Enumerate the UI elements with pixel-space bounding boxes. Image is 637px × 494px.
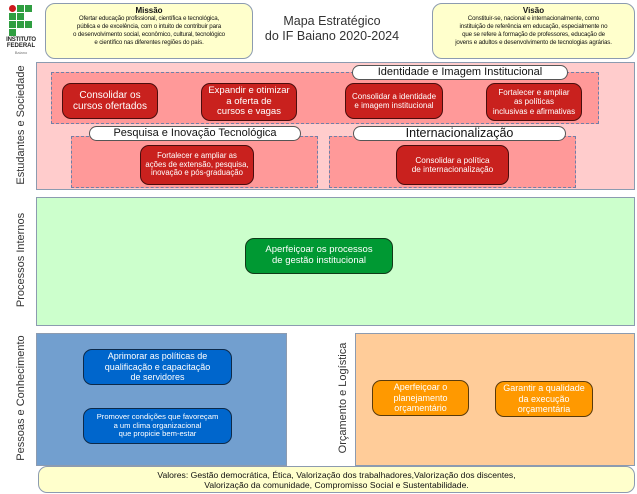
mission-line: e científico nas diferentes regiões do p… <box>94 39 204 46</box>
logo-text-line3: Baiano <box>14 50 28 55</box>
page-title: Mapa Estratégico do IF Baiano 2020-2024 <box>262 14 402 44</box>
objective-text: cursos ofertados <box>73 101 147 112</box>
objective-text: Fortalecer e ampliar <box>498 88 570 98</box>
vision-box: Visão Constituir-se, nacional e internac… <box>432 3 635 59</box>
mission-box: Missão Ofertar educação profissional, ci… <box>45 3 253 59</box>
objective-text: planejamento <box>393 392 448 403</box>
objective-text: Fortalecer e ampliar as <box>157 150 237 160</box>
mission-title: Missão <box>135 6 163 15</box>
vision-line: que se refere à formação de professores,… <box>462 31 605 38</box>
objective-text: orçamentária <box>517 404 571 415</box>
objective-text: cursos e vagas <box>217 106 281 118</box>
objective-text: de servidores <box>130 372 185 383</box>
title-line2: do IF Baiano 2020-2024 <box>264 29 400 43</box>
objective-text: inovação e pós-graduação <box>151 168 243 178</box>
vision-title: Visão <box>522 6 545 15</box>
mission-line: o desenvolvimento social, econômico, cul… <box>73 31 225 38</box>
objective-text: de gestão institucional <box>271 255 366 266</box>
vision-line: Constituir-se, nacional e internacionalm… <box>467 15 600 22</box>
objective-text: Expandir e otimizar <box>208 84 290 96</box>
objective-text: inclusivas e afirmativas <box>492 106 576 116</box>
mission-line: Ofertar educação profissional, científic… <box>78 15 220 22</box>
logo-red-dot <box>9 5 16 12</box>
objective-text: Consolidar os <box>79 89 141 101</box>
objective-text: de internacionalização <box>411 165 494 174</box>
perspective-label-estudantes: Estudantes e Sociedade <box>15 65 27 185</box>
vision-line: jovens e adultos e desenvolvimento de te… <box>455 39 612 46</box>
objective-text: Garantir a qualidade <box>503 383 585 394</box>
logo-text-line2: FEDERAL <box>6 43 36 49</box>
objective-text: Promover condições que favoreçam <box>96 411 219 421</box>
perspective-label-processos: Processos Internos <box>15 212 27 308</box>
theme-label-pesquisa: Pesquisa e Inovação Tecnológica <box>89 126 301 141</box>
objective-text: ações de extensão, pesquisa, <box>145 159 249 169</box>
objective-text: Aperfeiçoar os processos <box>265 244 373 256</box>
vision-line: instituição de referência em educação, e… <box>459 23 608 30</box>
objective-text: Aprimorar as políticas de <box>107 351 208 362</box>
if-baiano-logo: INSTITUTO FEDERAL Baiano <box>4 5 38 57</box>
objective-text: as políticas <box>513 97 555 107</box>
values-box: Valores: Gestão democrática, Ética, Valo… <box>38 466 635 493</box>
objective-text: a um clima organizacional <box>113 420 202 430</box>
objective-text: e imagem institucional <box>354 101 434 110</box>
objective-text: Consolidar a política <box>415 155 490 165</box>
perspective-label-pessoas: Pessoas e Conhecimento <box>15 335 27 461</box>
objective-text: Consolidar a identidade <box>351 91 437 101</box>
objective-text: que propicie bem-estar <box>118 429 197 439</box>
theme-label-identidade: Identidade e Imagem Institucional <box>352 65 568 80</box>
theme-label-internacionalizacao: Internacionalização <box>353 126 566 141</box>
objective-text: da execução <box>518 393 570 404</box>
title-line1: Mapa Estratégico <box>283 14 381 28</box>
objective-text: a oferta de <box>226 95 272 107</box>
objective-text: orçamentário <box>394 403 447 414</box>
perspective-label-orcamento: Orçamento e Logística <box>337 342 349 454</box>
logo-text-line1: INSTITUTO <box>6 37 36 43</box>
objective-text: Aperfeiçoar o <box>393 382 448 393</box>
mission-line: pública e de excelência, com o intuito d… <box>76 23 222 30</box>
values-line1: Valores: Gestão democrática, Ética, Valo… <box>157 470 516 480</box>
objective-text: qualificação e capacitação <box>104 361 211 372</box>
values-line2: Valorização da comunidade, Compromisso S… <box>204 480 469 490</box>
